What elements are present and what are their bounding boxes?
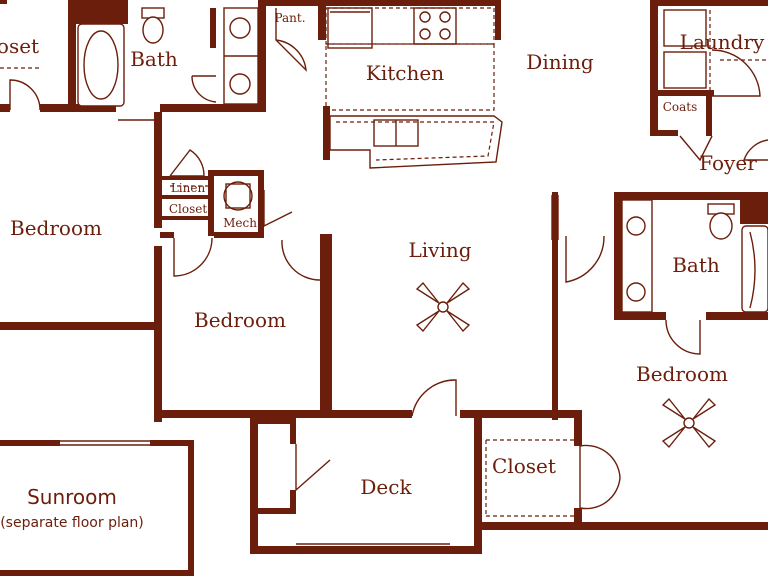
- door-swings: [9, 8, 768, 510]
- room-label-bedroom-left: Bedroom: [10, 216, 102, 240]
- room-label-dining: Dining: [526, 50, 594, 74]
- room-label-sunroom: Sunroom: [27, 485, 117, 509]
- windows: [20, 195, 740, 549]
- room-label-closet-top-left: oset: [0, 34, 39, 58]
- door-swing-icon: [711, 49, 761, 97]
- door-swing-icon: [275, 8, 307, 72]
- door-swing-icon: [579, 444, 621, 510]
- bathtub-icon: [77, 23, 125, 107]
- door-swing-icon: [191, 75, 217, 103]
- door-swing-icon: [263, 190, 293, 228]
- door-swing-icon: [679, 135, 713, 162]
- room-label-bedroom-middle: Bedroom: [194, 308, 286, 332]
- door-swing-icon: [9, 79, 41, 111]
- fixtures: [0, 7, 768, 517]
- room-label-kitchen: Kitchen: [366, 61, 444, 85]
- room-label-laundry: Laundry: [680, 30, 765, 54]
- room-label-pantry: Pant.: [274, 11, 305, 25]
- room-labels: oset Bath Pant. Kitchen Dining Laundry C…: [0, 11, 765, 531]
- sink-icon: [229, 73, 251, 95]
- room-label-foyer: Foyer: [699, 151, 757, 175]
- door-swing-icon: [665, 319, 701, 355]
- door-swing-icon: [118, 119, 162, 161]
- door-swing-icon: [411, 379, 457, 417]
- room-label-bath-left: Bath: [130, 47, 178, 71]
- stove-icon: [413, 7, 457, 45]
- room-label-deck: Deck: [360, 475, 412, 499]
- door-swing-icon: [743, 139, 768, 161]
- room-label-linen: Linen: [171, 181, 206, 195]
- room-label-closet-small: Closet: [169, 202, 208, 216]
- ceiling-fan-icon: [661, 397, 717, 449]
- room-label-coats: Coats: [663, 100, 698, 114]
- sink-icon: [229, 17, 251, 39]
- door-swing-icon: [295, 444, 331, 492]
- room-label-living: Living: [408, 238, 471, 262]
- room-label-bath-right: Bath: [672, 253, 720, 277]
- room-label-sunroom-note: (separate floor plan): [0, 515, 144, 531]
- sink-icon: [626, 216, 646, 236]
- ceiling-fan-icon: [415, 281, 471, 333]
- sink-icon: [626, 282, 646, 302]
- door-swing-icon: [169, 149, 205, 177]
- room-label-bedroom-right: Bedroom: [636, 362, 728, 386]
- door-swing-icon: [173, 237, 213, 277]
- door-swing-icon: [565, 235, 605, 283]
- room-label-mech: Mech: [223, 216, 257, 230]
- room-label-closet-bottom: Closet: [492, 454, 556, 478]
- door-swing-icon: [281, 239, 321, 281]
